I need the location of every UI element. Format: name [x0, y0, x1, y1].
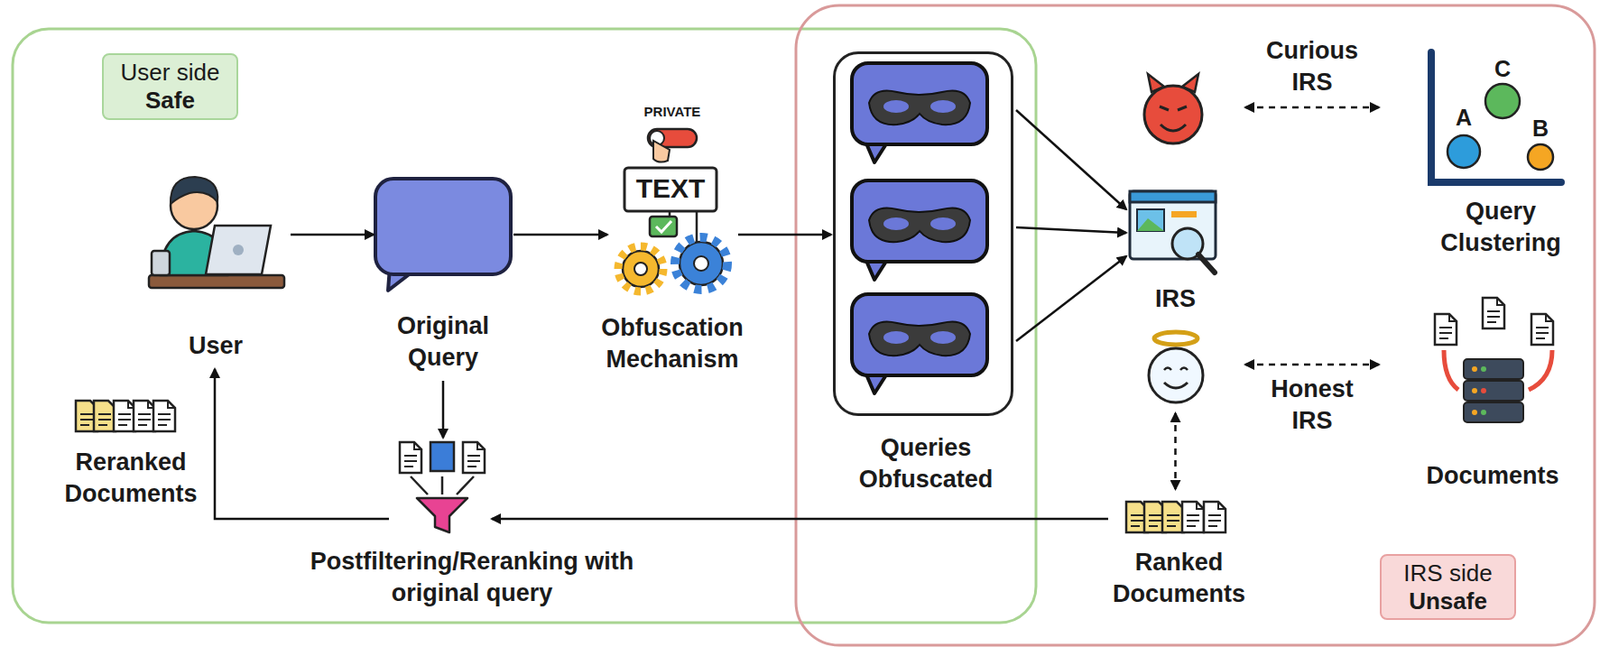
- icon-text: PRIVATE: [644, 102, 702, 121]
- node-label: Queries Obfuscated: [831, 432, 1021, 496]
- edge-label: Curious IRS: [1250, 35, 1374, 99]
- icon-node: Ranked Documents: [1122, 494, 1236, 540]
- icon-text: TEXT: [636, 173, 706, 204]
- arrow-connector: [1016, 227, 1127, 233]
- icon-node: Reranked Documents: [73, 396, 182, 437]
- arrow-connector: [1016, 256, 1127, 342]
- arrow-connector: [290, 233, 374, 237]
- icon-node: IRS: [1123, 70, 1228, 408]
- cluster-letter: C: [1494, 55, 1511, 83]
- dashed-connector: [1245, 106, 1379, 110]
- arrow-connector: [214, 369, 389, 519]
- arrow-connector: [442, 380, 445, 438]
- tag-text: User side: [120, 58, 221, 87]
- side-tag: IRS sideUnsafe: [1379, 554, 1517, 620]
- tag-heading: Unsafe: [1408, 587, 1488, 616]
- node-label: IRS: [1123, 283, 1228, 315]
- tag-heading: Safe: [145, 86, 195, 115]
- side-tag: User sideSafe: [101, 53, 239, 121]
- edge-label: Honest IRS: [1250, 373, 1374, 437]
- dashed-connector: [1245, 363, 1379, 367]
- node-label: Ranked Documents: [1084, 546, 1275, 611]
- query-group-box: Queries Obfuscated: [832, 51, 1014, 417]
- node-label: User: [125, 330, 306, 362]
- node-label: Postfiltering/Reranking with original qu…: [307, 545, 638, 610]
- dashed-connector: [1174, 413, 1177, 490]
- icon-node: Original Query: [375, 178, 511, 291]
- cluster-letter: A: [1455, 104, 1472, 131]
- cluster-letter: B: [1532, 115, 1549, 142]
- node-label: Obfuscation Mechanism: [564, 312, 781, 376]
- arrow-connector: [1016, 110, 1127, 210]
- icon-node: User: [144, 171, 287, 298]
- node-label: Query Clustering: [1419, 195, 1582, 259]
- icon-node: Documents: [1424, 295, 1562, 432]
- arrow-connector: [738, 233, 832, 237]
- icon-node: Postfiltering/Reranking with original qu…: [397, 441, 489, 538]
- arrow-connector: [513, 233, 608, 237]
- node-label: Documents: [1402, 460, 1583, 492]
- tag-text: IRS side: [1403, 559, 1492, 588]
- node-label: Reranked Documents: [52, 446, 211, 510]
- node-label: Original Query: [369, 310, 518, 374]
- arrow-connector: [491, 517, 1109, 521]
